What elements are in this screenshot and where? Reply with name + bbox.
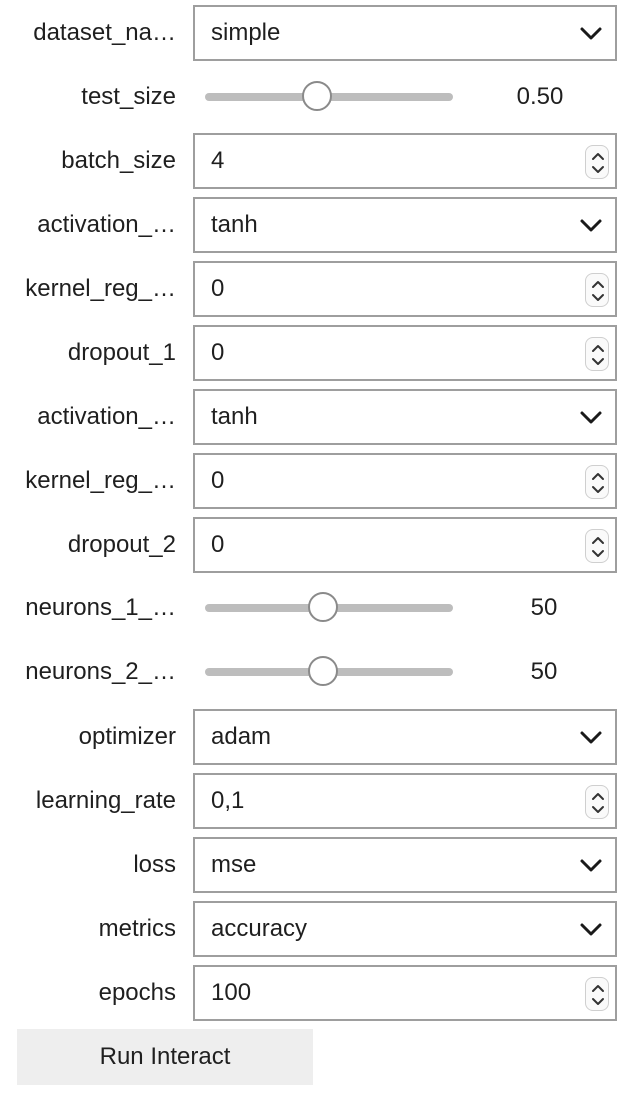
dropout-2-label: dropout_2: [67, 531, 176, 558]
optimizer-dropdown[interactable]: adam: [193, 709, 617, 765]
activation-2-row: activation_… tanh: [0, 389, 630, 445]
activation-2-dropdown[interactable]: tanh: [193, 389, 617, 445]
learning-rate-label: learning_rate: [35, 787, 176, 814]
dropout-1-value: 0: [211, 339, 225, 366]
batch-size-input[interactable]: 4: [193, 133, 617, 189]
loss-value: mse: [211, 851, 257, 878]
loss-label: loss: [133, 851, 176, 878]
spinner-arrows-icon[interactable]: [585, 977, 609, 1011]
loss-row: loss mse: [0, 837, 630, 893]
dataset-name-value: simple: [211, 19, 281, 46]
dataset-name-label: dataset_na…: [33, 19, 176, 46]
optimizer-row: optimizer adam: [0, 709, 630, 765]
learning-rate-value: 0,1: [211, 787, 245, 814]
test-size-row: test_size 0.50: [0, 69, 630, 125]
neurons-2-row: neurons_2_… 50: [0, 644, 630, 700]
activation-1-dropdown[interactable]: tanh: [193, 197, 617, 253]
dropout-1-label: dropout_1: [67, 339, 176, 366]
chevron-down-icon: [580, 859, 602, 872]
neurons-2-readout: 50: [530, 658, 558, 685]
optimizer-value: adam: [211, 723, 272, 750]
epochs-label: epochs: [98, 979, 176, 1006]
optimizer-label: optimizer: [78, 723, 176, 750]
chevron-down-icon: [580, 923, 602, 936]
spinner-arrows-icon[interactable]: [585, 529, 609, 563]
dropout-1-row: dropout_1 0: [0, 325, 630, 381]
metrics-row: metrics accuracy: [0, 901, 630, 957]
dataset-name-dropdown[interactable]: simple: [193, 5, 617, 61]
learning-rate-input[interactable]: 0,1: [193, 773, 617, 829]
neurons-2-slider-handle[interactable]: [308, 656, 338, 686]
neurons-1-slider-handle[interactable]: [308, 592, 338, 622]
kernel-reg-1-input[interactable]: 0: [193, 261, 617, 317]
spinner-arrows-icon[interactable]: [585, 273, 609, 307]
dropout-2-input[interactable]: 0: [193, 517, 617, 573]
kernel-reg-1-label: kernel_reg_…: [25, 275, 176, 302]
dropout-2-value: 0: [211, 531, 225, 558]
learning-rate-row: learning_rate 0,1: [0, 773, 630, 829]
chevron-down-icon: [580, 411, 602, 424]
activation-1-value: tanh: [211, 211, 258, 238]
chevron-down-icon: [580, 27, 602, 40]
kernel-reg-2-label: kernel_reg_…: [25, 467, 176, 494]
spinner-arrows-icon[interactable]: [585, 785, 609, 819]
kernel-reg-2-input[interactable]: 0: [193, 453, 617, 509]
spinner-arrows-icon[interactable]: [585, 465, 609, 499]
kernel-reg-1-row: kernel_reg_… 0: [0, 261, 630, 317]
epochs-value: 100: [211, 979, 252, 1006]
neurons-1-readout: 50: [530, 594, 558, 621]
metrics-value: accuracy: [211, 915, 308, 942]
dropout-2-row: dropout_2 0: [0, 517, 630, 573]
run-interact-button[interactable]: Run Interact: [17, 1029, 313, 1085]
metrics-dropdown[interactable]: accuracy: [193, 901, 617, 957]
neurons-1-label: neurons_1_…: [25, 594, 176, 621]
chevron-down-icon: [580, 219, 602, 232]
neurons-1-row: neurons_1_… 50: [0, 580, 630, 636]
spinner-arrows-icon[interactable]: [585, 337, 609, 371]
batch-size-label: batch_size: [61, 147, 176, 174]
epochs-input[interactable]: 100: [193, 965, 617, 1021]
dataset-name-row: dataset_na… simple: [0, 5, 630, 61]
spinner-arrows-icon[interactable]: [585, 145, 609, 179]
batch-size-row: batch_size 4: [0, 133, 630, 189]
chevron-down-icon: [580, 731, 602, 744]
neurons-2-label: neurons_2_…: [25, 658, 176, 685]
metrics-label: metrics: [98, 915, 176, 942]
test-size-readout: 0.50: [516, 83, 564, 110]
epochs-row: epochs 100: [0, 965, 630, 1021]
activation-2-value: tanh: [211, 403, 258, 430]
test-size-slider-handle[interactable]: [302, 81, 332, 111]
kernel-reg-2-row: kernel_reg_… 0: [0, 453, 630, 509]
test-size-label: test_size: [81, 83, 176, 110]
kernel-reg-1-value: 0: [211, 275, 225, 302]
activation-1-label: activation_…: [37, 211, 176, 238]
activation-2-label: activation_…: [37, 403, 176, 430]
kernel-reg-2-value: 0: [211, 467, 225, 494]
batch-size-value: 4: [211, 147, 225, 174]
dropout-1-input[interactable]: 0: [193, 325, 617, 381]
loss-dropdown[interactable]: mse: [193, 837, 617, 893]
activation-1-row: activation_… tanh: [0, 197, 630, 253]
